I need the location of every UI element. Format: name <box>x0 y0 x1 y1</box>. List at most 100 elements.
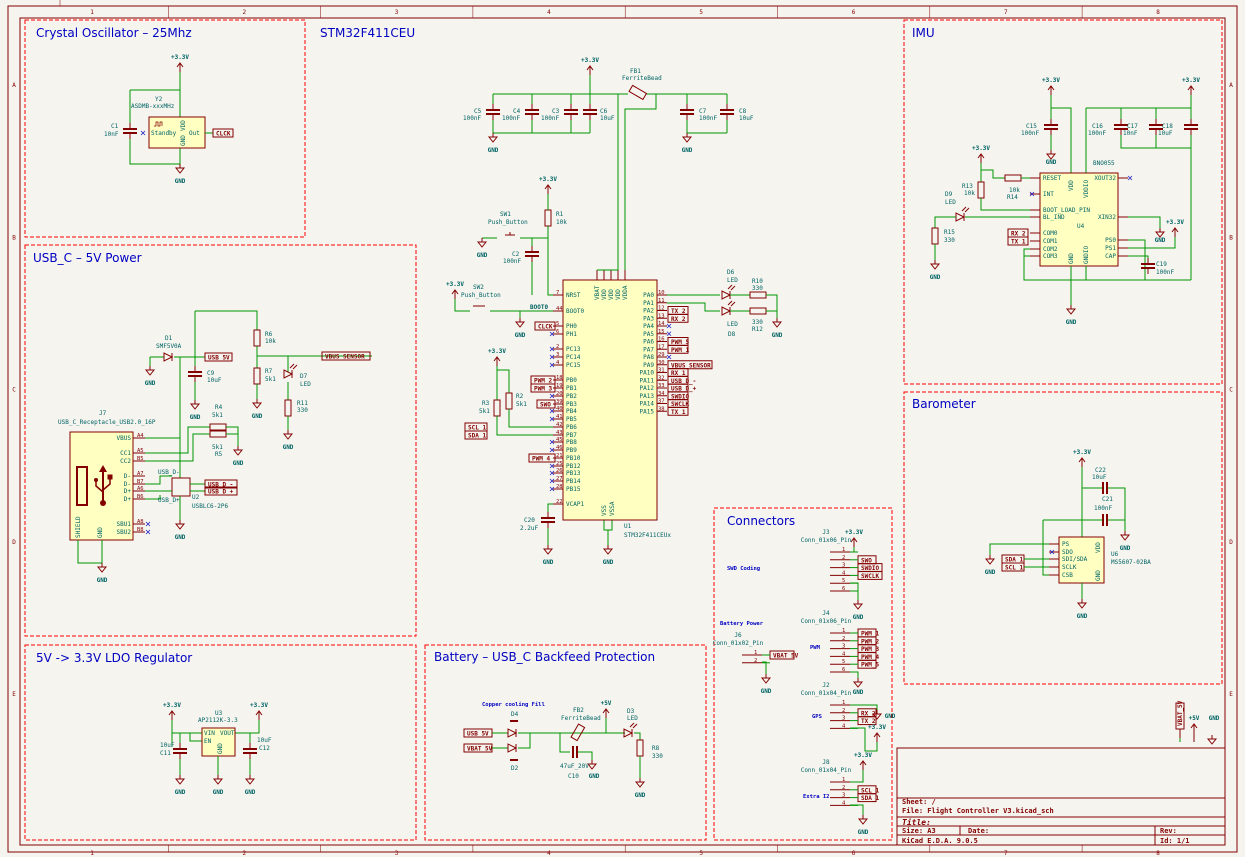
line <box>632 723 638 729</box>
u1-pin-number: 33 <box>658 383 665 389</box>
power-arrow-icon <box>1190 723 1198 729</box>
pin-number: A4 <box>137 433 144 439</box>
wire <box>226 426 239 446</box>
wire <box>145 475 172 485</box>
ground-icon <box>96 566 108 573</box>
j7-pin-shield: SHIELD <box>75 516 82 538</box>
ref-C4: C4 <box>513 108 521 115</box>
gnd-label: GND <box>145 380 156 387</box>
power-label: +3.3V <box>581 57 599 64</box>
net-label-rx2-text: RX_2 <box>671 316 686 323</box>
gnd-label: GND <box>761 688 772 695</box>
u3-pin-vin: VIN <box>204 730 215 737</box>
net-label-clck-mcu-text: CLCK <box>538 324 553 331</box>
wire <box>454 299 470 312</box>
net-label-usb_dm-text: USB_D_- <box>671 378 696 385</box>
ref-C17: C17 <box>1127 123 1138 130</box>
u4-pin-PS0: PS0 <box>1105 237 1116 244</box>
ref-SW2: SW2 <box>473 284 484 291</box>
no-connect-icon <box>549 416 555 422</box>
no-connect-icon <box>549 346 555 352</box>
u1-pin-PB8: PB8 <box>566 439 577 446</box>
j7-pin-gnd: GND <box>97 527 104 538</box>
u1-pin-number: 12 <box>658 306 665 312</box>
ref-D1: D1 <box>165 335 173 342</box>
ground-icon <box>232 449 244 456</box>
net-label-usb-dm-text: USB_D_- <box>208 482 233 489</box>
pin-number: 1 <box>842 628 845 634</box>
wire <box>145 433 210 462</box>
wire <box>1128 216 1161 228</box>
u4-pin-COM1: COM1 <box>1043 238 1058 245</box>
ground-icon <box>852 681 864 688</box>
u6-pin-vdd: VDD <box>1095 542 1102 553</box>
ground-icon <box>251 402 263 409</box>
ref-C2: C2 <box>512 251 520 258</box>
net-label-vbus_sensor-text: VBUS_SENSOR <box>671 362 711 369</box>
value-R13: 10k <box>964 190 975 197</box>
value-D6: LED <box>727 277 738 284</box>
net-label-rx2 <box>667 313 689 323</box>
note-battery-power: Battery Power <box>720 621 764 627</box>
u1-pin-number: 44 <box>556 306 563 312</box>
value-C20: 2.2uF <box>520 525 538 532</box>
value-C4: 100nF <box>502 115 520 122</box>
power-label: +3.3V <box>539 176 557 183</box>
ground-icon <box>634 781 646 788</box>
ref-C19: C19 <box>1156 261 1167 268</box>
value-R3: 5k1 <box>479 408 490 415</box>
ref-R15: R15 <box>944 229 955 236</box>
u4-pin-gndio: GNDIO <box>1083 246 1090 264</box>
pin-number: 4 <box>842 651 846 657</box>
u1-pin-PB15: PB15 <box>566 486 581 493</box>
ref-R3: R3 <box>482 400 490 407</box>
value-U4: BNO055 <box>1093 160 1115 167</box>
line <box>964 207 970 213</box>
u1-pin-PA7: PA7 <box>643 346 654 353</box>
u1-pin-PC15: PC15 <box>566 362 581 369</box>
pin-number: B5 <box>137 456 144 462</box>
ref-D7: D7 <box>300 373 308 380</box>
ref-R5: R5 <box>215 451 223 458</box>
column-number-bottom: 5 <box>699 850 703 857</box>
ref-C10: C10 <box>568 773 579 780</box>
u1-pin-number: 34 <box>658 391 665 397</box>
line <box>727 284 733 290</box>
u4-pin-BL_IND: BL_IND <box>1043 214 1065 221</box>
line <box>730 301 736 307</box>
value-C18: 10uF <box>1158 130 1173 137</box>
ref-R2: R2 <box>516 393 524 400</box>
pin-out: Out <box>189 130 200 137</box>
rev-field: Rev: <box>1160 827 1177 835</box>
j7-pin-SBU2: SBU2 <box>117 529 132 536</box>
pin-number: 6 <box>842 667 845 673</box>
section-title-ldo: 5V -> 3.3V LDO Regulator <box>36 651 192 665</box>
value-C17: 10nF <box>1123 130 1138 137</box>
note-copper-fill: Copper cooling Fill <box>482 702 545 708</box>
ref-C12: C12 <box>259 745 270 752</box>
net-label-tx1 <box>667 406 689 416</box>
j7-pin-D+: D+ <box>124 488 132 495</box>
u6-pin-PS: PS <box>1062 541 1070 548</box>
wire <box>145 426 210 454</box>
wire <box>1050 95 1072 173</box>
u1-pin-VSS: VSS <box>601 505 608 516</box>
value-U1: STM32F411CEUx <box>624 532 671 539</box>
ground-icon <box>1045 153 1057 160</box>
power-label: +3.3V <box>972 145 990 152</box>
u1-pin-PB0: PB0 <box>566 377 577 384</box>
u1-pin-VDDA: VDDA <box>622 285 629 300</box>
j7-pin-D+: D+ <box>124 496 132 503</box>
u4-pin-XIN32: XIN32 <box>1098 214 1116 221</box>
schottky-diode-icon <box>507 743 518 753</box>
j7-pin-VBUS: VBUS <box>117 435 132 442</box>
u1-pin-VDD: VDD <box>608 289 615 300</box>
wire <box>195 310 258 330</box>
ref-J2: J2 <box>822 682 830 689</box>
ref-C18: C18 <box>1162 123 1173 130</box>
power-label: +3.3V <box>845 529 863 536</box>
ref-C3: C3 <box>552 108 560 115</box>
wire <box>496 366 510 393</box>
ref-R10: R10 <box>752 278 763 285</box>
